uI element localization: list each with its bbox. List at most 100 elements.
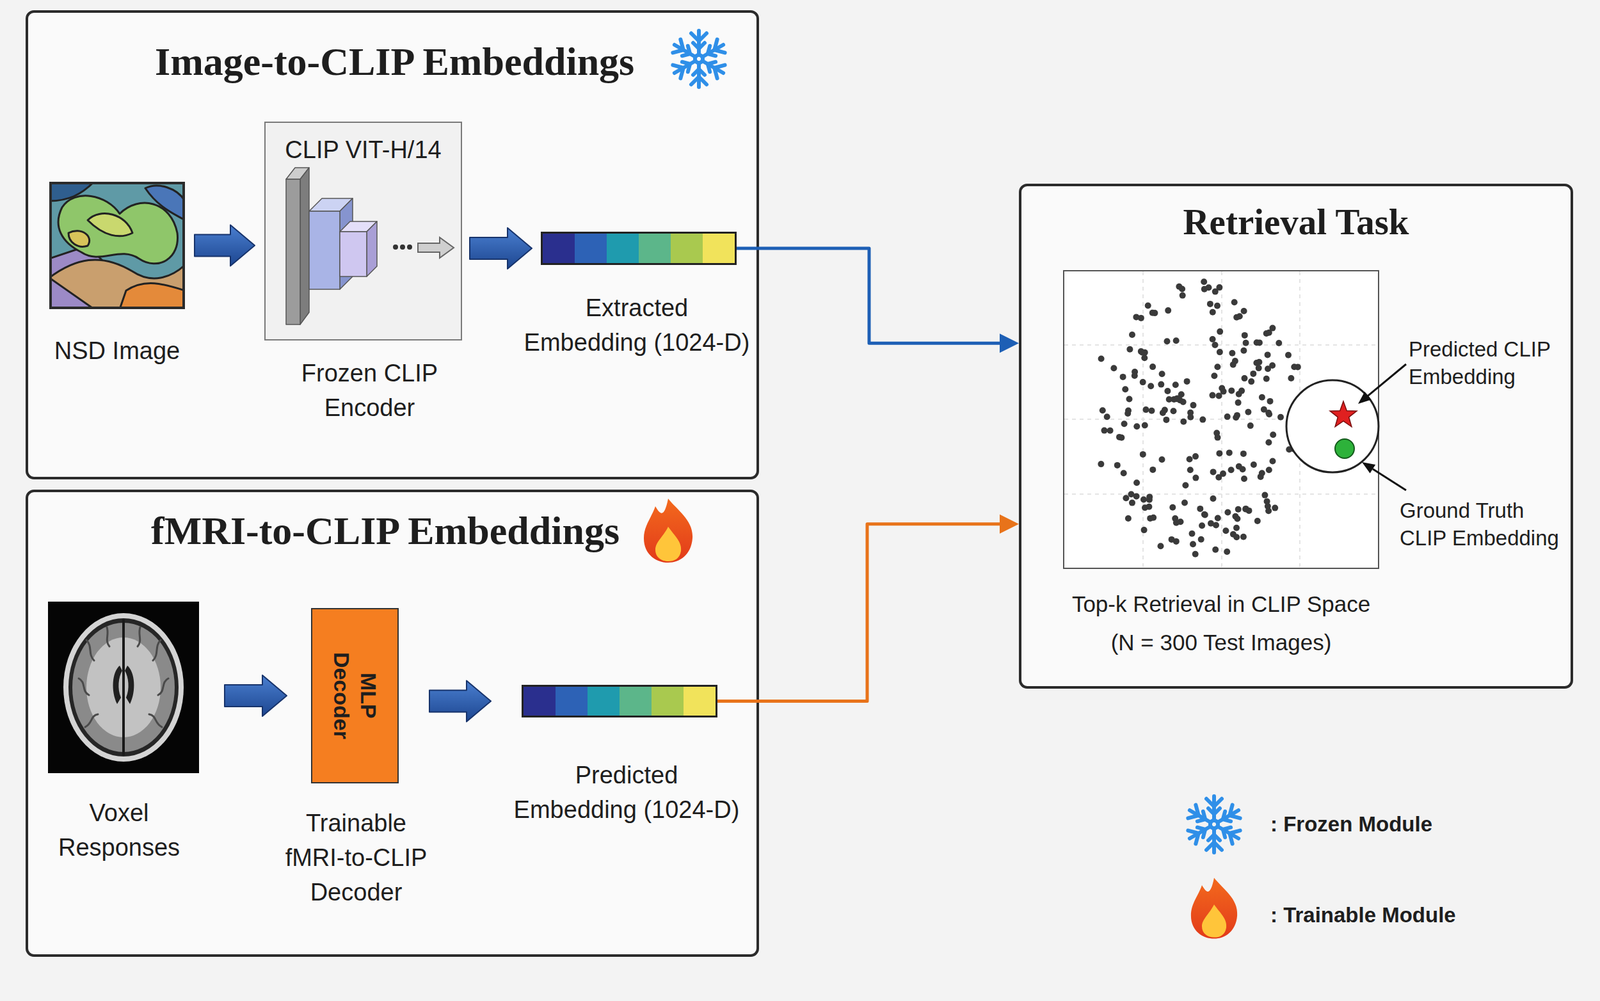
nsd-image-art [49,181,185,310]
brain-mri-art [48,601,200,774]
scatter-points [1128,331,1136,338]
arrow-head [999,514,1019,534]
trainable-icon [643,498,693,563]
encoder-art [286,179,301,325]
scatter-points [1161,407,1168,414]
nsd-image-art [145,185,185,221]
scatter-points [1233,524,1240,532]
scatter-points [1147,382,1154,390]
scatter-points [1228,350,1236,357]
scatter-points [1240,450,1247,457]
encoder-art [400,244,406,250]
scatter-points [1233,314,1240,321]
scatter-points [1212,341,1219,349]
block-arrow-shape [469,227,532,269]
scatter-points [1145,503,1152,511]
color-segment [606,233,639,264]
encoder-art [417,237,454,258]
scatter-points [1205,284,1213,291]
ground-truth-dot [1335,439,1355,459]
scatter-points [1110,364,1117,372]
scatter-points [1290,405,1297,413]
scatter-points [1140,496,1147,504]
scatter-points [1258,469,1266,477]
scatter-points [1238,387,1245,395]
plot-grid [1064,418,1378,420]
block-arrow-shape [224,675,287,717]
scatter-points [1265,466,1273,473]
scatter-points [1255,359,1263,366]
scatter-points [1265,410,1273,418]
scatter-points [1187,466,1194,473]
scatter-points [1214,363,1221,370]
scatter-points [1306,406,1313,413]
scatter-points [1169,504,1176,511]
scatter-points [1210,495,1217,502]
plot-grid [1064,493,1378,495]
scatter-points [1261,492,1268,499]
scatter-points [1186,456,1193,463]
plot-grid [1299,271,1301,568]
scatter-points [1170,396,1177,403]
scatter-points [1207,520,1215,527]
scatter-points [1260,406,1268,413]
image-box: Voxel Responses [48,601,200,774]
nsd-image-art [49,259,185,310]
scatter-points [1303,411,1311,418]
encoder-art [309,211,340,290]
scatter-points [1235,399,1242,406]
scatter-points [1232,513,1239,520]
scatter-points [1124,410,1131,417]
scatter-points [1141,504,1149,511]
scatter-points [1157,381,1165,388]
scatter-points [1212,288,1219,296]
scatter-points [1265,507,1272,514]
scatter-points [1216,449,1223,457]
scatter-points [1097,278,1312,558]
legend-text: : Frozen Module [1270,811,1433,838]
scatter-points [1235,463,1243,470]
scatter-points [1209,336,1216,343]
encoder-art [392,244,399,250]
scatter-points [1265,329,1273,336]
panel-title: Retrieval Task [1182,199,1409,246]
panel-title: Image-to-CLIP Embeddings [154,38,635,85]
scatter-points [1250,461,1257,468]
scatter-points [1192,453,1199,460]
brain-mri-art [78,627,169,728]
scatter-points [1265,409,1272,416]
scatter-points [1285,352,1292,359]
scatter-points [1192,551,1199,558]
scatter-points [1196,505,1204,512]
scatter-points [1146,515,1154,522]
color-segment [638,233,671,264]
encoder-art [407,244,413,250]
scatter-points [1216,284,1223,291]
scatter-points [1258,394,1266,401]
plot-grid [1221,271,1223,568]
embedding-caption: Predicted Embedding (1024-D) [512,757,742,827]
scatter-points [1232,357,1239,365]
scatter-points [1133,423,1140,430]
scatter-points [1248,378,1255,385]
brain-mri-art [72,622,175,752]
scatter-points [1189,540,1197,548]
scatter-points [1244,408,1252,416]
decoder-box: MLP DecoderTrainable fMRI-to-CLIP Decode… [311,608,399,784]
scatter-points [1149,309,1156,317]
scatter-points [1233,515,1241,523]
color-segment [523,686,556,716]
scatter-points [1104,413,1111,420]
scatter-points [1223,548,1231,555]
scatter-points [1212,546,1219,553]
callout-label: Predicted CLIP Embedding [1408,335,1557,391]
nsd-image-art [87,213,133,237]
scatter-points [1242,505,1250,512]
scatter-points [1242,506,1249,513]
brain-mri-art [124,665,134,704]
scatter-points [1267,398,1274,405]
model-name: CLIP VIT-H/14 [284,132,441,168]
